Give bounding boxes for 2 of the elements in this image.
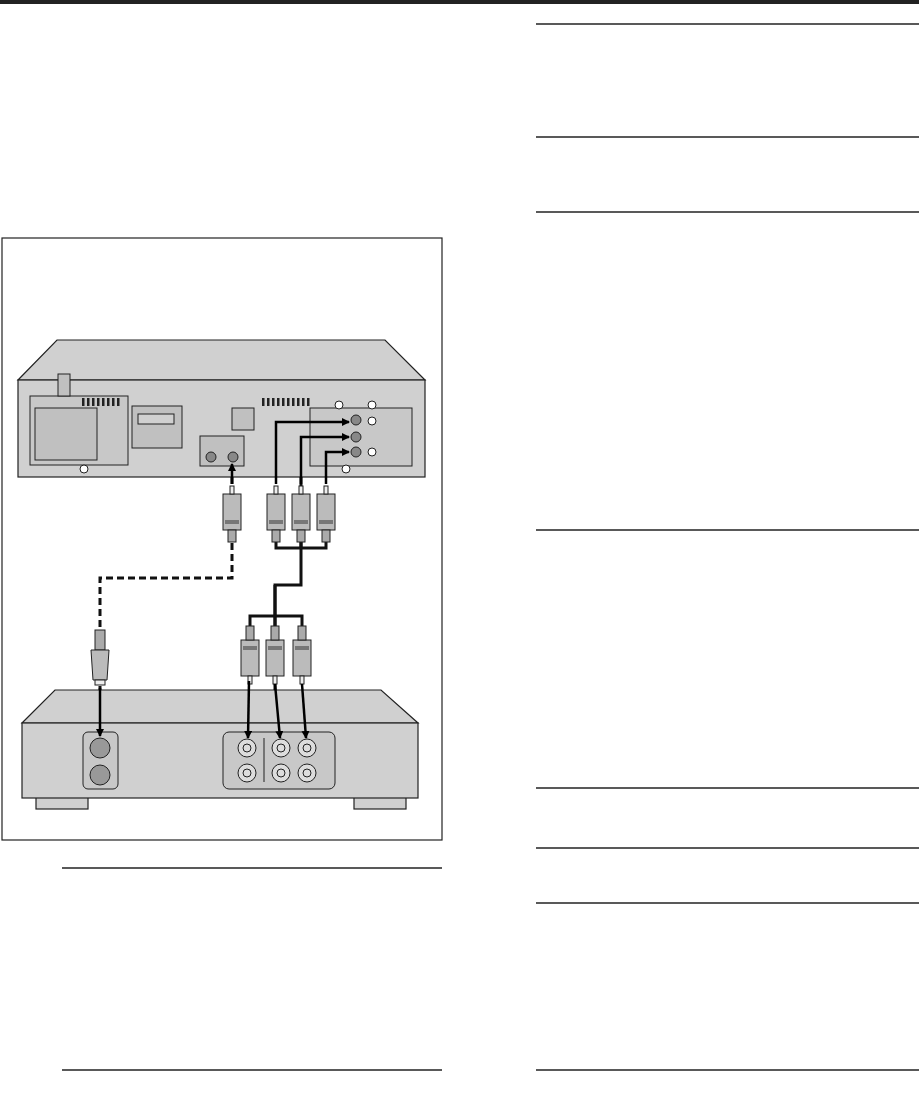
video-recorder-drawing [16, 339, 427, 478]
player-drawing [20, 689, 420, 810]
